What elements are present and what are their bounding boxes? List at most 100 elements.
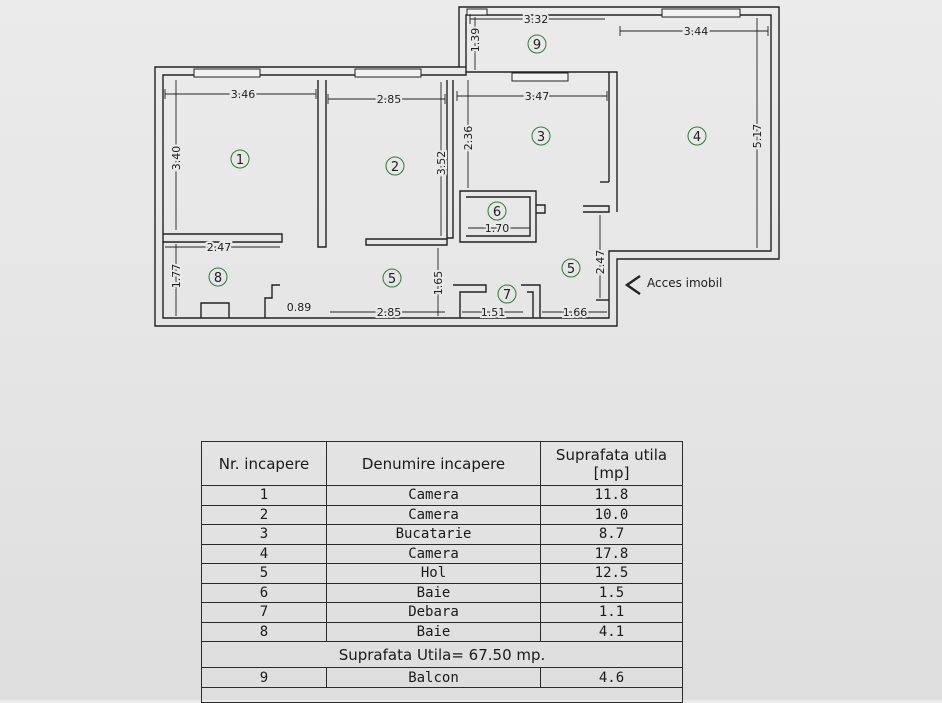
room6-walls — [459, 190, 537, 243]
room-number: 4 — [693, 130, 701, 145]
cell-nr: 8 — [201, 621, 327, 642]
cell-area: 1.1 — [540, 602, 683, 623]
table-header-row: Nr. incapere Denumire incapere Suprafata… — [201, 441, 683, 486]
room-marker-circle — [208, 267, 228, 287]
dim-label: 1.51 — [481, 306, 506, 319]
dim-label: 2.85 — [377, 306, 402, 319]
room7-inner — [527, 291, 534, 318]
room8-top-wall — [163, 233, 283, 243]
room-number: 7 — [503, 288, 511, 303]
total-row: Suprafata Utila= 67.50 mp. — [201, 641, 683, 668]
room-marker-circle — [531, 126, 551, 146]
dim-label: 0.89 — [287, 301, 312, 314]
cell-name: Camera — [326, 485, 541, 506]
room-number: 6 — [493, 205, 501, 220]
dimension-labels: 3.46 2.85 3.47 3.32 3.44 1.39 3.40 3.52 … — [168, 11, 766, 321]
room-number: 2 — [391, 160, 399, 175]
access-arrow-icon — [624, 275, 641, 295]
col-header-name: Denumire incapere — [326, 441, 541, 486]
room-marker-circle — [487, 201, 507, 221]
cell-name: Bucatarie — [326, 524, 541, 545]
cropped-cell — [201, 687, 683, 703]
room-marker-circle — [230, 149, 250, 169]
dim-label: 3.44 — [684, 25, 709, 38]
room-marker-circle — [382, 268, 402, 288]
cell-nr: 1 — [201, 485, 327, 506]
room8-right-wall — [264, 284, 280, 318]
dim-label: 5.17 — [751, 124, 764, 149]
cell-nr: 9 — [201, 667, 327, 688]
cell-name: Hol — [326, 563, 541, 584]
inner-wall-outline — [162, 14, 772, 319]
room6-inner — [466, 196, 531, 237]
window-balcony — [466, 8, 488, 16]
dim-label: 2.47 — [594, 250, 607, 275]
cell-name: Baie — [326, 582, 541, 603]
windows — [193, 8, 741, 82]
window-room3 — [511, 72, 569, 82]
room-number: 5 — [567, 262, 575, 277]
dim-label: 1.66 — [563, 306, 588, 319]
cell-area: 4.1 — [540, 621, 683, 642]
dim-label: 2.36 — [462, 126, 475, 151]
col-header-nr: Nr. incapere — [201, 441, 327, 486]
room-area-table: Nr. incapere Denumire incapere Suprafata… — [201, 441, 683, 703]
cell-nr: 7 — [201, 602, 327, 623]
cell-area: 8.7 — [540, 524, 683, 545]
corridor-wall — [365, 238, 448, 246]
room-marker-circle — [497, 284, 517, 304]
room-marker-circle — [527, 34, 547, 54]
room7-right — [521, 284, 541, 318]
cropped-row — [201, 687, 683, 703]
total-area-label: Suprafata Utila= 67.50 mp. — [201, 641, 683, 668]
dim-label: 2.47 — [207, 241, 232, 254]
cell-name: Debara — [326, 602, 541, 623]
area-header-line2: [mp] — [593, 463, 630, 482]
cell-area: 11.8 — [540, 485, 683, 506]
dim-label: 3.32 — [524, 13, 549, 26]
cell-name: Baie — [326, 621, 541, 642]
cell-name: Balcon — [326, 667, 541, 688]
floor-plan: 3.46 2.85 3.47 3.32 3.44 1.39 3.40 3.52 … — [154, 6, 780, 327]
dim-label: 1.39 — [469, 28, 482, 53]
room-marker-circle — [385, 156, 405, 176]
window-room4 — [661, 8, 741, 18]
room-number: 1 — [236, 153, 244, 168]
cell-nr: 2 — [201, 504, 327, 525]
cell-nr: 3 — [201, 524, 327, 545]
partition-2-3 — [446, 80, 454, 239]
cell-area: 1.5 — [540, 582, 683, 603]
access-label: Acces imobil — [647, 276, 722, 290]
dimension-lines — [164, 14, 769, 316]
room-number: 3 — [537, 130, 545, 145]
dim-label: 1.65 — [432, 271, 445, 296]
balcony-line — [466, 71, 618, 212]
col-header-area: Suprafata utila[mp] — [540, 441, 683, 486]
dim-label: 3.47 — [525, 90, 550, 103]
room-numbers: 1 2 3 4 5 5 6 7 8 9 — [214, 38, 701, 303]
dim-label: 2.85 — [377, 93, 402, 106]
dim-label: 1.70 — [485, 222, 510, 235]
cell-nr: 5 — [201, 563, 327, 584]
cell-area: 4.6 — [540, 667, 683, 688]
cell-name: Camera — [326, 504, 541, 525]
dim-label: 1.77 — [170, 264, 183, 289]
room-marker-circle — [687, 126, 707, 146]
room-number: 5 — [388, 272, 396, 287]
dim-label: 3.46 — [231, 88, 256, 101]
cell-nr: 4 — [201, 543, 327, 564]
area-header-line1: Suprafata utila — [555, 445, 668, 464]
outer-wall-outline — [154, 6, 780, 327]
room-marker-circle — [561, 258, 581, 278]
walls — [154, 6, 780, 327]
room7-walls — [453, 284, 487, 318]
room6-door — [536, 204, 546, 214]
